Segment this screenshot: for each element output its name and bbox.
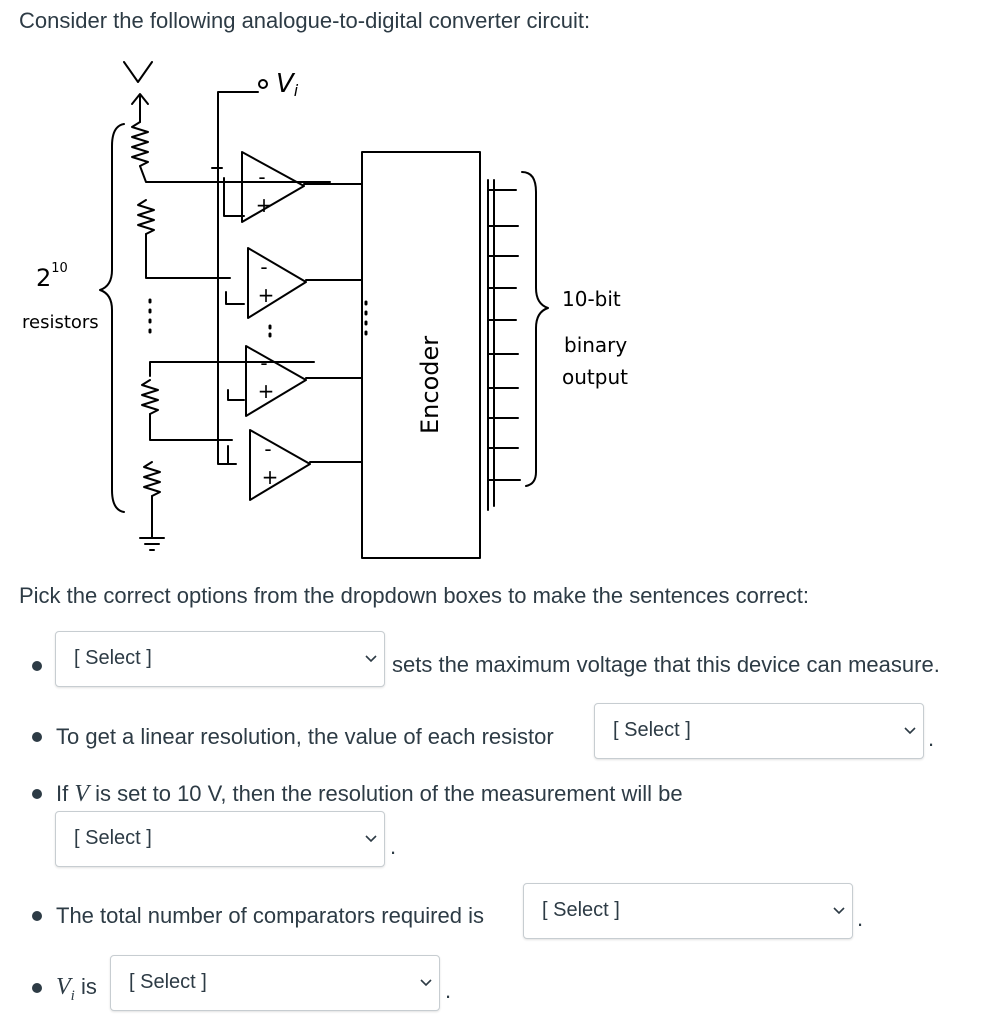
chevron-down-icon	[365, 835, 377, 843]
select-resolution[interactable]: [ Select ]	[55, 811, 385, 867]
question-heading: Consider the following analogue-to-digit…	[19, 8, 591, 33]
select-value: [ Select ]	[74, 647, 152, 669]
resistors-word-label: resistors	[22, 312, 99, 333]
item-3-trail: .	[390, 834, 397, 859]
select-value: [ Select ]	[129, 971, 207, 993]
comparator-minus-4: -	[264, 437, 271, 461]
output-label-line-1: 10-bit	[562, 287, 621, 311]
item-5-text: Vi is	[56, 972, 97, 1011]
bullet-5	[32, 983, 42, 993]
output-label-line-2: binary	[564, 333, 627, 357]
select-value: [ Select ]	[613, 719, 691, 741]
bullet-1	[32, 661, 42, 671]
adc-circuit-diagram: - + - + - + - + V Vi 210 resistors Encod…	[22, 61, 628, 559]
select-resistor-value[interactable]: [ Select ]	[594, 703, 924, 759]
item-1-text: sets the maximum voltage that this devic…	[392, 652, 940, 677]
bullet-4	[32, 911, 42, 921]
input-voltage-label: Vi	[276, 69, 299, 100]
chevron-down-icon	[365, 655, 377, 663]
item-3-text-post: is set to 10 V, then the resolution of t…	[95, 781, 683, 806]
item-3-text-pre: If	[56, 781, 69, 806]
select-max-voltage[interactable]: [ Select ]	[55, 631, 385, 687]
comparator-minus-1: -	[258, 165, 265, 189]
chevron-down-icon	[420, 979, 432, 987]
variable-v: V	[74, 781, 90, 807]
item-3-text: If V is set to 10 V, then the resolution…	[56, 779, 683, 809]
output-label-line-3: output	[562, 365, 628, 389]
item-4-trail: .	[857, 906, 864, 931]
comparator-plus-1: +	[256, 193, 273, 217]
variable-vi: Vi	[56, 974, 75, 1004]
select-comparator-count[interactable]: [ Select ]	[523, 883, 853, 939]
comparator-minus-3: -	[260, 351, 267, 375]
instructions: Pick the correct options from the dropdo…	[19, 583, 809, 608]
comparator-plus-2: +	[258, 283, 275, 307]
comparator-minus-2: -	[260, 255, 267, 279]
item-5-text-is: is	[80, 974, 97, 999]
select-value: [ Select ]	[542, 899, 620, 921]
item-4-text: The total number of comparators required…	[56, 903, 484, 928]
comparator-plus-3: +	[258, 379, 275, 403]
item-2-trail: .	[928, 726, 935, 751]
select-vi[interactable]: [ Select ]	[110, 955, 440, 1011]
chevron-down-icon	[904, 727, 916, 735]
resistor-count-label: 210	[36, 261, 68, 292]
encoder-label: Encoder	[416, 336, 444, 434]
item-5-trail: .	[445, 978, 452, 1003]
comparator-plus-4: +	[262, 465, 279, 489]
bullet-2	[32, 732, 42, 742]
chevron-down-icon	[833, 907, 845, 915]
item-2-text: To get a linear resolution, the value of…	[56, 724, 554, 749]
select-value: [ Select ]	[74, 827, 152, 849]
bullet-3	[32, 789, 42, 799]
